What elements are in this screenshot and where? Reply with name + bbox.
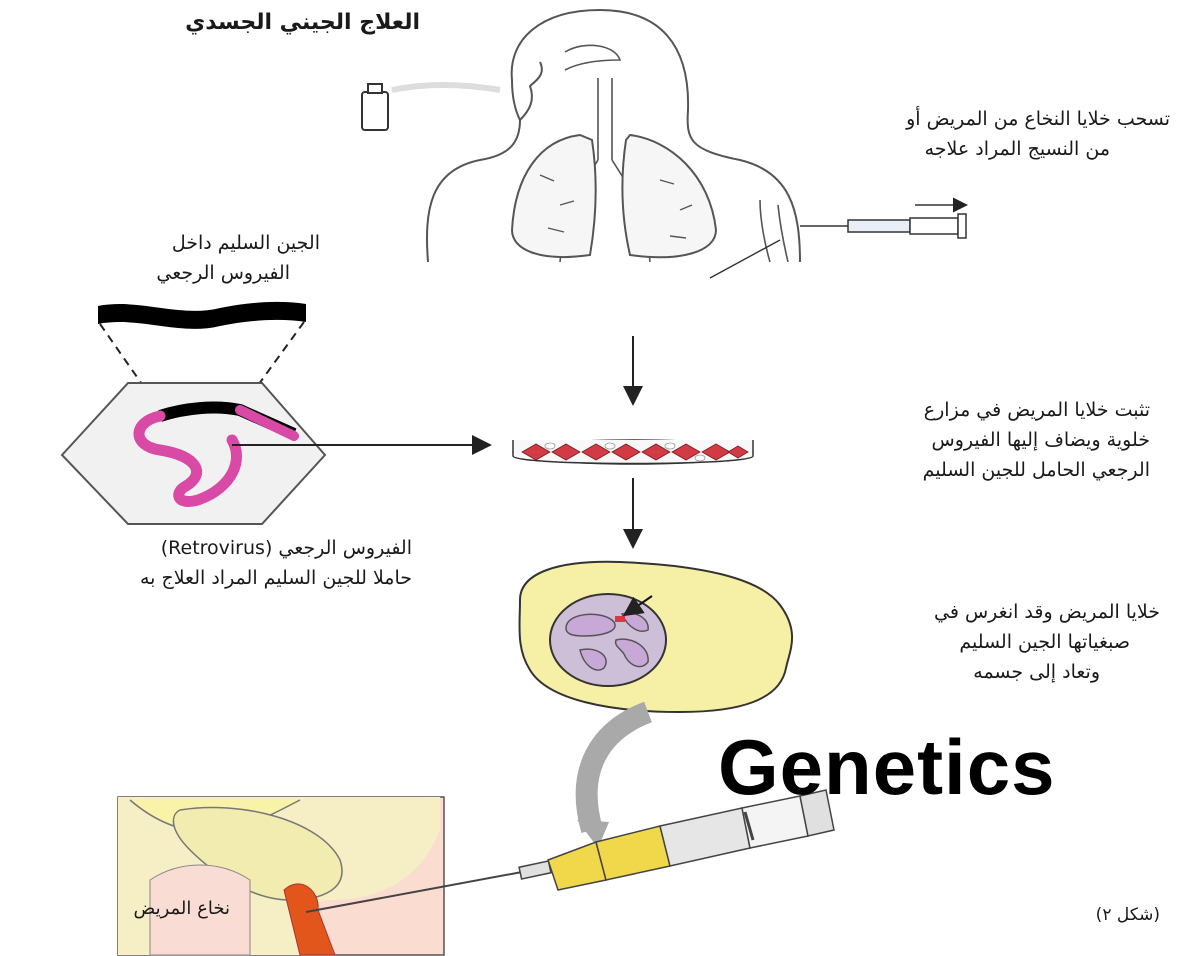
return-arrow (577, 712, 648, 848)
caption-line: تثبت خلايا المريض في مزارع (760, 395, 1150, 425)
retrovirus-icon (62, 383, 325, 524)
caption-marrow: نخاع المريض (50, 894, 230, 924)
caption-line: الفيروس الرجعي (70, 258, 320, 288)
bone-marrow-inset (118, 797, 444, 955)
human-torso-illustration (427, 10, 800, 278)
modified-cell-illustration (519, 562, 792, 712)
caption-line: خلايا المريض وقد انغرس في (820, 597, 1160, 627)
caption-line: وتعاد إلى جسمه (820, 657, 1160, 687)
healthy-gene-segment (98, 302, 306, 329)
caption-line: من النسيج المراد علاجه (800, 134, 1170, 164)
caption-modified-cells: خلايا المريض وقد انغرس في صبغياتها الجين… (820, 597, 1160, 687)
caption-gene-inside-virus: الجين السليم داخل الفيروس الرجعي (70, 228, 320, 288)
caption-line: الجين السليم داخل (70, 228, 320, 258)
spray-can-icon (362, 84, 500, 130)
caption-line: حاملا للجين السليم المراد العلاج به (0, 563, 412, 593)
culture-dish-icon (513, 440, 753, 464)
caption-line: الفيروس الرجعي (Retrovirus) (0, 533, 412, 563)
caption-extract-cells: تسحب خلايا النخاع من المريض أو من النسيج… (800, 104, 1170, 164)
figure-label: (شكل ٢) (1040, 900, 1160, 930)
diagram-title: العلاج الجيني الجسدي (70, 8, 420, 38)
extraction-syringe-icon (800, 205, 966, 238)
caption-retrovirus: الفيروس الرجعي (Retrovirus) حاملا للجين … (0, 533, 412, 593)
caption-line: خلوية ويضاف إليها الفيروس (760, 425, 1150, 455)
caption-line: صبغياتها الجين السليم (820, 627, 1160, 657)
caption-line: الرجعي الحامل للجين السليم (760, 455, 1150, 485)
genetics-watermark: Genetics (718, 722, 1055, 813)
caption-line: تسحب خلايا النخاع من المريض أو (800, 104, 1170, 134)
caption-culture: تثبت خلايا المريض في مزارع خلوية ويضاف إ… (760, 395, 1150, 485)
